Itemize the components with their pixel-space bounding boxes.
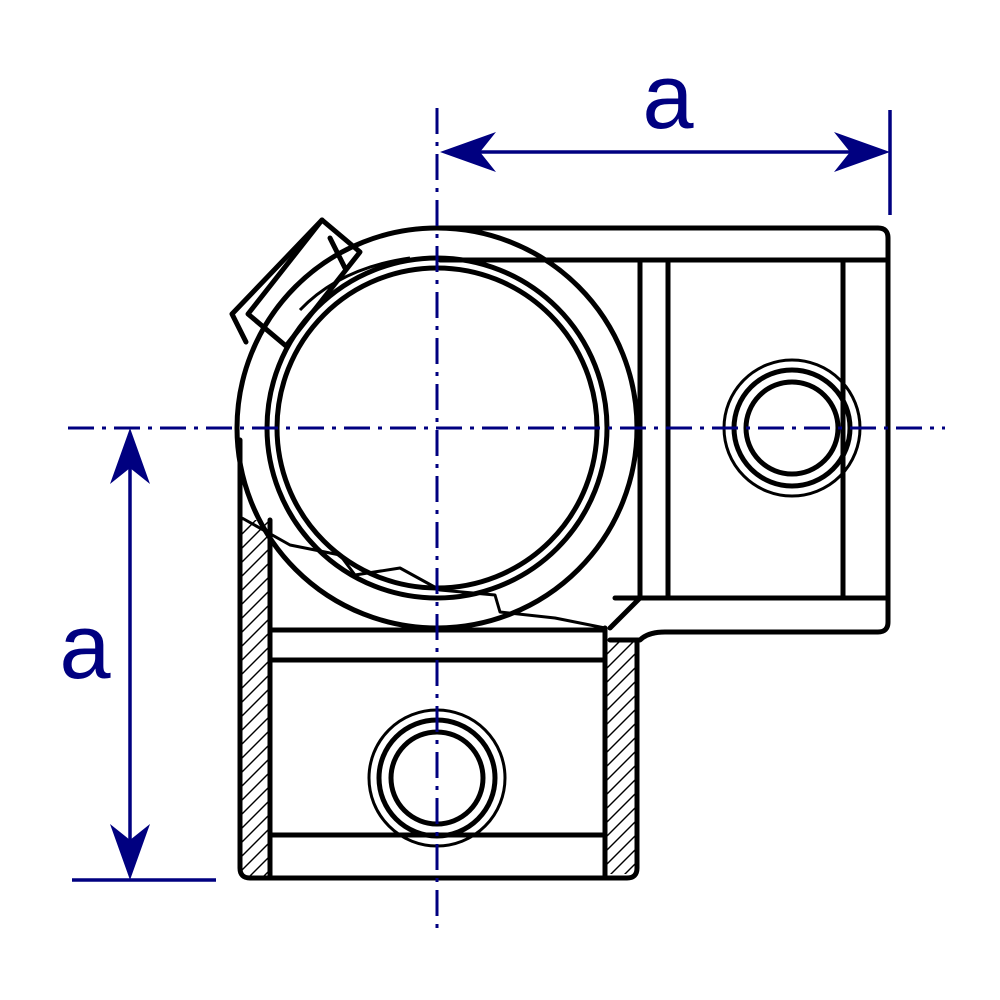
hatch-line (605, 817, 637, 855)
hatch-line (605, 789, 637, 827)
hatch-line (605, 719, 637, 757)
hatch-line (240, 547, 270, 579)
hatch-line (238, 882, 272, 916)
hatch-line (603, 902, 639, 938)
hatch-line (240, 575, 270, 607)
hatch-line (240, 729, 270, 761)
hatch-line (605, 640, 637, 659)
hatch-line (240, 520, 257, 537)
hatch-line (240, 533, 270, 565)
hatch-line (240, 827, 270, 859)
hatch-line (240, 631, 270, 663)
hatch-line (238, 910, 272, 944)
arrow-top (110, 428, 150, 484)
hatch-line (240, 771, 270, 803)
hatch-line (240, 687, 270, 719)
hatch-line (605, 691, 637, 729)
hatch-line (240, 813, 270, 845)
hatch-line (605, 761, 637, 799)
hatch-line (247, 855, 270, 878)
hatch-line (605, 649, 637, 687)
arrow-left (440, 132, 496, 172)
hatch-line (240, 561, 270, 593)
arrow-bottom (110, 824, 150, 880)
hatch-line (261, 869, 270, 878)
dimension-label-vertical: a (59, 596, 111, 698)
hatch-line (240, 589, 270, 621)
hatch-line (603, 888, 639, 924)
centerlines (68, 108, 945, 930)
hatch-line (605, 747, 637, 785)
section-hatching-right (603, 640, 639, 938)
dimension-vertical: a (59, 428, 216, 882)
hatch-line (240, 743, 270, 775)
hatch-line (240, 757, 270, 789)
hatch-line (240, 841, 270, 873)
hatch-line (605, 859, 637, 874)
hatch-line (240, 520, 270, 551)
hatch-line (605, 831, 637, 869)
hatch-line (240, 659, 270, 691)
hatch-line (240, 785, 270, 817)
hatch-line (240, 645, 270, 677)
dimension-label-horizontal: a (642, 46, 694, 148)
dimension-horizontal: a (440, 46, 892, 215)
hatch-line (605, 845, 637, 874)
hatch-line (240, 617, 270, 649)
hatch-line (605, 677, 637, 715)
hatch-line (605, 803, 637, 841)
section-hatching-left (238, 520, 272, 944)
hatch-line (240, 799, 270, 831)
hatch-line (238, 896, 272, 930)
hatch-line (240, 715, 270, 747)
hatch-line (605, 733, 637, 771)
hatch-line (240, 701, 270, 733)
hatch-line (605, 640, 637, 673)
arrow-right (834, 132, 890, 172)
hatch-line (605, 705, 637, 743)
hatch-line (605, 775, 637, 813)
hatch-line (605, 663, 637, 701)
corner-set-screw (229, 217, 363, 349)
hatch-line (240, 603, 270, 635)
right-socket (435, 225, 891, 643)
hatch-line (240, 673, 270, 705)
